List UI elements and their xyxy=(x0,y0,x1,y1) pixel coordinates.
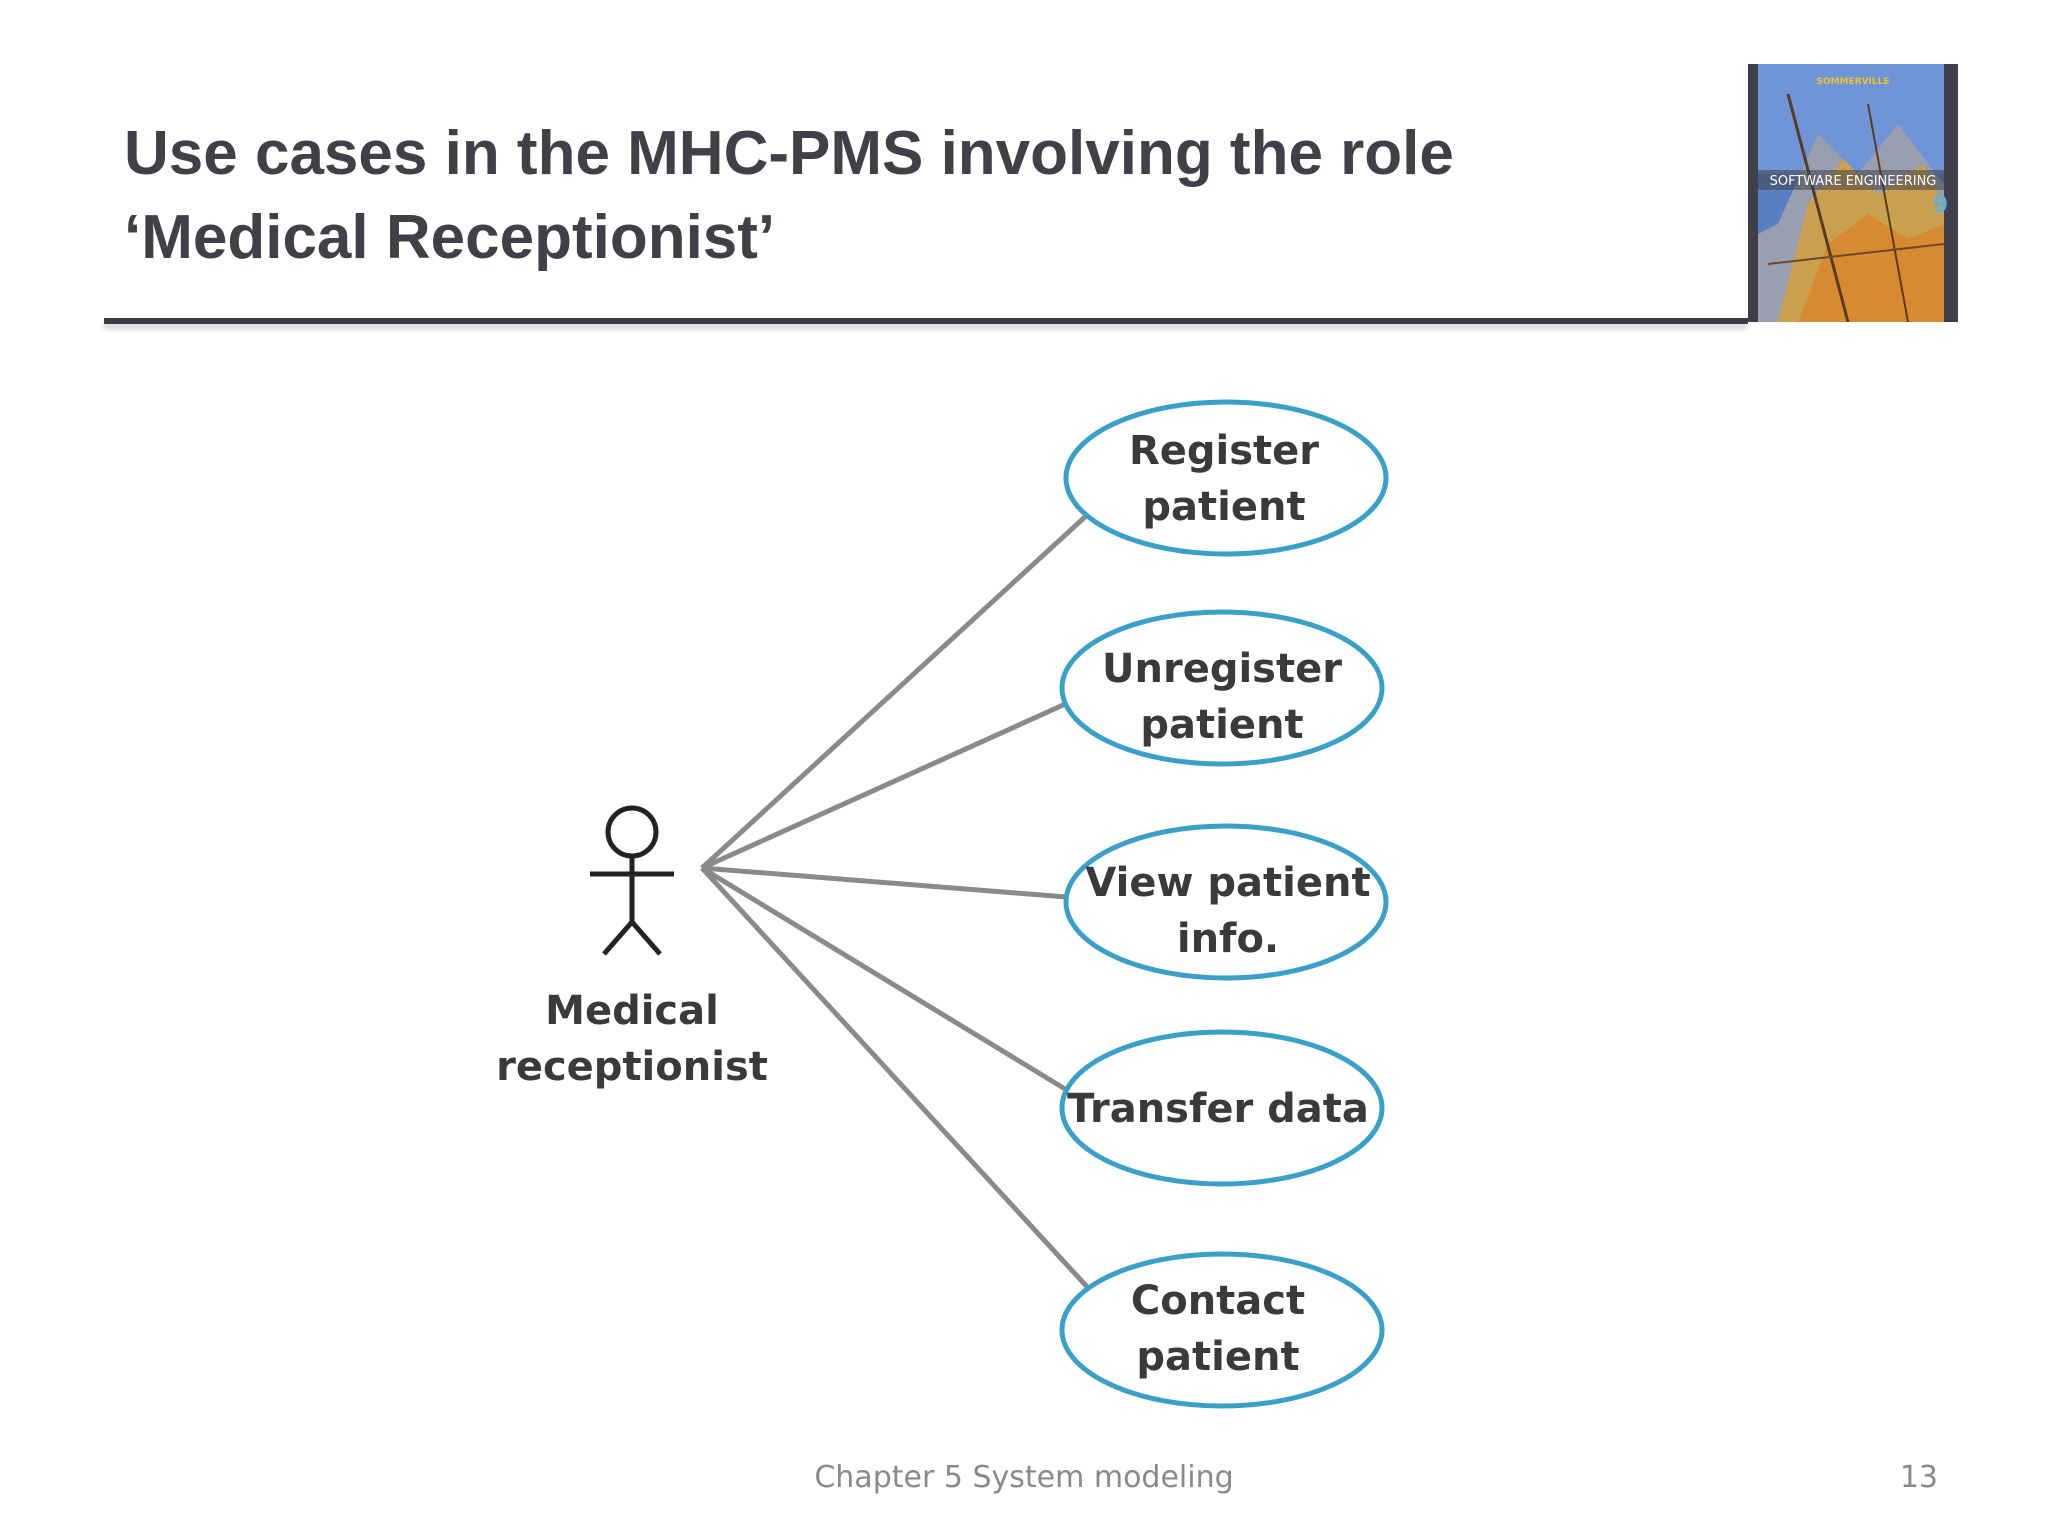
use-case-label-line1: Contact xyxy=(1131,1278,1305,1324)
use-case-label-line1: View patient xyxy=(1085,860,1370,906)
use-case-transfer-data xyxy=(1059,1029,1385,1187)
use-case-label-line1: Unregister xyxy=(1102,646,1342,692)
connector-register-patient xyxy=(700,514,1088,870)
connector-transfer-data xyxy=(700,865,1072,1095)
use-case-label-line2: patient xyxy=(1142,484,1305,530)
use-case-contact-patient xyxy=(1059,1251,1385,1409)
actor-stick-figure-icon xyxy=(590,805,674,956)
footer-chapter-title: Chapter 5 System modeling xyxy=(814,1460,1234,1495)
slide-title-line2: ‘Medical Receptionist’ xyxy=(124,203,776,272)
use-case-label-line1: Register xyxy=(1129,428,1319,474)
footer-page-number: 13 xyxy=(1899,1460,1938,1495)
connector-view-patient-info xyxy=(701,865,1067,900)
use-case-label-line2: patient xyxy=(1136,1334,1299,1380)
use-case-label-line2: info. xyxy=(1177,916,1279,962)
use-case-label-line2: patient xyxy=(1140,702,1303,748)
title-divider xyxy=(104,318,1748,324)
use-case-unregister-patient xyxy=(1059,609,1385,767)
use-case-label-line1: Transfer data xyxy=(1067,1086,1369,1132)
slide-title: Use cases in the MHC-PMS involving the r… xyxy=(124,112,1684,280)
connector-contact-patient xyxy=(700,866,1092,1292)
book-title-text: SOFTWARE ENGINEERING xyxy=(1770,174,1937,189)
book-author-text: SOMMERVILLE xyxy=(1816,77,1889,87)
slide-title-line1: Use cases in the MHC-PMS involving the r… xyxy=(124,119,1454,188)
book-cover-image: SOMMERVILLE SOFTWARE ENGINEERING 9 xyxy=(1748,64,1958,322)
actor-label-line2: receptionist xyxy=(496,1044,768,1090)
book-edition-text: 9 xyxy=(1933,193,1948,218)
use-case-register-patient xyxy=(1063,399,1389,557)
connector-unregister-patient xyxy=(700,698,1074,871)
actor-label-line1: Medical xyxy=(545,988,719,1034)
use-case-view-patient-info xyxy=(1063,823,1389,981)
